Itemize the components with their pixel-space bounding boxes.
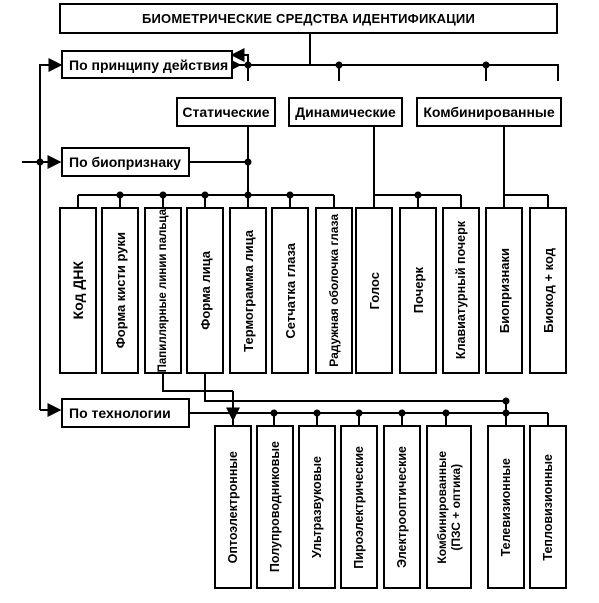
biofeature-biofeatures: Биопризнаки — [485, 207, 523, 374]
technology-television: Телевизионные — [487, 425, 525, 589]
diagram-title-text: БИОМЕТРИЧЕСКИЕ СРЕДСТВА ИДЕНТИФИКАЦИИ — [141, 11, 476, 26]
biofeature-handwriting: Почерк — [399, 207, 437, 374]
technology-electrooptic-label: Электрооптические — [395, 446, 409, 568]
category-combined-label: Комбинированные — [423, 104, 555, 120]
biofeature-biocode: Биокод + код — [529, 207, 567, 374]
category-combined: Комбинированные — [416, 97, 562, 127]
technology-ultrasonic: Ультразвуковые — [298, 425, 336, 589]
biofeature-biocode-label: Биокод + код — [540, 248, 556, 333]
biofeature-handwriting-label: Почерк — [410, 267, 426, 314]
category-dynamic: Динамические — [288, 97, 403, 127]
technology-electrooptic: Электрооптические — [383, 425, 421, 589]
technology-thermovision: Тепловизионные — [529, 425, 567, 589]
biofeature-retina: Сетчатка глаза — [271, 207, 309, 374]
biofeature-face-thermogram-label: Термограмма лица — [240, 229, 256, 352]
diagram-title: БИОМЕТРИЧЕСКИЕ СРЕДСТВА ИДЕНТИФИКАЦИИ — [59, 3, 558, 34]
technology-pyroelectric: Пироэлектрические — [340, 425, 378, 589]
category-static: Статические — [176, 97, 276, 127]
classifier-biofeature: По биопризнаку — [61, 147, 190, 177]
technology-combined-label: Комбинированные (ПЗС + оптика) — [435, 450, 463, 564]
biofeature-fingerprint-label: Папиллярные линии пальца — [157, 208, 169, 373]
biofeature-biofeatures-label: Биопризнаки — [496, 247, 512, 334]
classifier-technology: По технологии — [61, 398, 190, 428]
category-static-label: Статические — [182, 104, 270, 120]
classifier-principle-label: По принципу действия — [69, 56, 229, 73]
technology-television-label: Телевизионные — [499, 457, 513, 557]
biofeature-keystroke: Клавиатурный почерк — [442, 207, 480, 374]
category-dynamic-label: Динамические — [295, 104, 396, 120]
biofeature-face-shape: Форма лица — [186, 207, 224, 374]
biofeature-iris-label: Радужная оболочка глаза — [327, 214, 341, 367]
biofeature-voice: Голос — [355, 207, 393, 374]
classifier-principle: По принципу действия — [61, 50, 233, 79]
technology-thermovision-label: Тепловизионные — [541, 453, 555, 561]
biofeature-hand-shape: Форма кисти руки — [101, 207, 139, 374]
technology-optoelectronic-label: Оптоэлектронные — [226, 450, 240, 564]
classifier-biofeature-label: По биопризнаку — [69, 154, 181, 170]
biofeature-retina-label: Сетчатка глаза — [282, 242, 298, 339]
biofeature-voice-label: Голос — [366, 271, 382, 310]
technology-ultrasonic-label: Ультразвуковые — [310, 456, 324, 558]
biofeature-fingerprint: Папиллярные линии пальца — [144, 207, 182, 374]
biofeature-dna-label: Код ДНК — [70, 261, 86, 320]
technology-optoelectronic: Оптоэлектронные — [214, 425, 252, 589]
technology-semiconductor-label: Полупроводниковые — [268, 441, 282, 573]
biofeature-iris: Радужная оболочка глаза — [315, 207, 353, 374]
biofeature-dna: Код ДНК — [59, 207, 97, 374]
classifier-technology-label: По технологии — [69, 405, 171, 421]
technology-combined-ccd-optics: Комбинированные (ПЗС + оптика) — [426, 425, 472, 589]
technology-semiconductor: Полупроводниковые — [256, 425, 294, 589]
biofeature-face-thermogram: Термограмма лица — [229, 207, 267, 374]
biofeature-hand-shape-label: Форма кисти руки — [112, 232, 128, 349]
technology-pyroelectric-label: Пироэлектрические — [352, 445, 366, 569]
biofeature-face-shape-label: Форма лица — [197, 251, 213, 330]
biofeature-keystroke-label: Клавиатурный почерк — [454, 221, 468, 360]
